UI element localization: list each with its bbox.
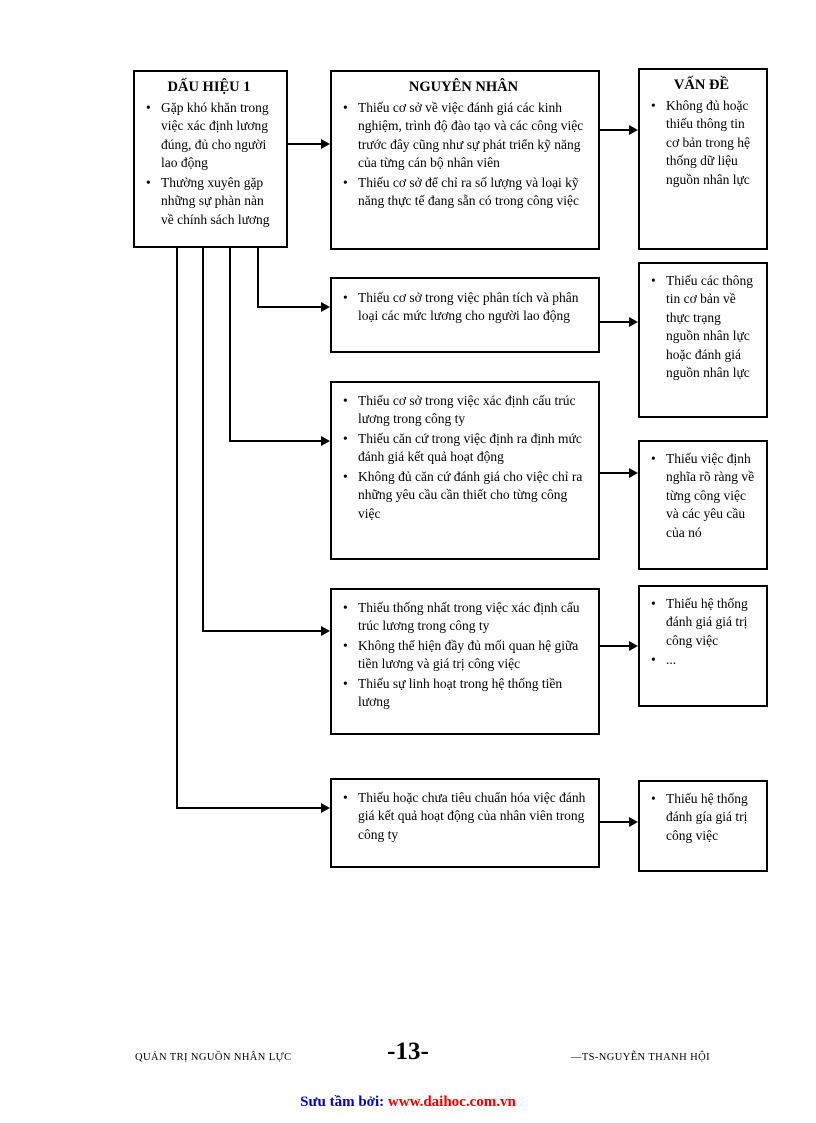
bullet-item: Thiếu hệ thống đánh giá giá trị công việ… <box>645 595 758 650</box>
bullet-item: Thiếu sự linh hoạt trong hệ thống tiền l… <box>337 675 590 712</box>
arrowhead-icon <box>629 641 638 651</box>
bullet-item: Thiếu thống nhất trong việc xác định cấu… <box>337 599 590 636</box>
cause-bullet-list: Thiếu cơ sở trong việc phân tích và phân… <box>337 289 590 326</box>
arrowhead-icon <box>629 317 638 327</box>
bullet-item: Thường xuyên gặp những sự phàn nàn về ch… <box>140 174 278 229</box>
bullet-item: ... <box>645 651 758 670</box>
cause-box-4: Thiếu thống nhất trong việc xác định cấu… <box>330 588 600 735</box>
cause-bullet-list: Thiếu thống nhất trong việc xác định cấu… <box>337 599 590 712</box>
bullet-item: Không thể hiện đầy đủ mối quan hệ giữa t… <box>337 637 590 674</box>
connector-cause3-problem3-line <box>600 472 630 474</box>
bullet-item: Thiếu hệ thống đánh gía giá trị công việ… <box>645 790 758 845</box>
connector-signal-cause2-line <box>257 306 323 308</box>
connector-cause5-problem5-line <box>600 821 630 823</box>
footer-book-title: QUẢN TRỊ NGUỒN NHÂN LỰC <box>135 1052 292 1063</box>
arrowhead-icon <box>629 817 638 827</box>
signal-box: DẤU HIỆU 1 Gặp khó khăn trong việc xác đ… <box>133 70 288 248</box>
problem-box-1: VẤN ĐỀ Không đủ hoặc thiếu thông tin cơ … <box>638 68 768 250</box>
problem-box-4: Thiếu hệ thống đánh giá giá trị công việ… <box>638 585 768 707</box>
bullet-item: Thiếu cơ sở trong việc phân tích và phân… <box>337 289 590 326</box>
cause-bullet-list: Thiếu hoặc chưa tiêu chuẩn hóa việc đánh… <box>337 789 590 844</box>
cause-box-5: Thiếu hoặc chưa tiêu chuẩn hóa việc đánh… <box>330 778 600 868</box>
connector-signal-cause4-vline <box>202 248 204 632</box>
cause-box-title: NGUYÊN NHÂN <box>408 79 519 95</box>
problem-bullet-list: Không đủ hoặc thiếu thông tin cơ bản tro… <box>645 97 758 189</box>
cause-box-3: Thiếu cơ sở trong việc xác định cấu trúc… <box>330 381 600 560</box>
arrowhead-icon <box>321 302 330 312</box>
bullet-item: Thiếu cơ sở về việc đánh giá các kinh ng… <box>337 99 590 173</box>
connector-signal-cause4-line <box>202 630 323 632</box>
problem-bullet-list: Thiếu hệ thống đánh gía giá trị công việ… <box>645 790 758 845</box>
problem-box-title: VẤN ĐỀ <box>673 77 730 93</box>
bullet-item: Thiếu cơ sở để chỉ ra số lượng và loại k… <box>337 174 590 211</box>
problem-box-3: Thiếu việc định nghĩa rõ ràng về từng cô… <box>638 440 768 570</box>
cause-bullet-list: Thiếu cơ sở về việc đánh giá các kinh ng… <box>337 99 590 211</box>
cause-box-1: NGUYÊN NHÂN Thiếu cơ sở về việc đánh giá… <box>330 70 600 250</box>
credit-url-link[interactable]: www.daihoc.com.vn <box>387 1094 516 1110</box>
problem-box-5: Thiếu hệ thống đánh gía giá trị công việ… <box>638 780 768 872</box>
credit-line: Sưu tầm bởi: www.daihoc.com.vn <box>0 1094 816 1111</box>
arrowhead-icon <box>629 125 638 135</box>
bullet-item: Thiếu căn cứ trong việc định ra định mức… <box>337 430 590 467</box>
problem-bullet-list: Thiếu việc định nghĩa rõ ràng về từng cô… <box>645 450 758 542</box>
bullet-item: Gặp khó khăn trong việc xác định lương đ… <box>140 99 278 173</box>
cause-bullet-list: Thiếu cơ sở trong việc xác định cấu trúc… <box>337 392 590 523</box>
arrowhead-icon <box>321 803 330 813</box>
footer-author: —TS-NGUYỄN THANH HỘI <box>570 1052 710 1063</box>
bullet-item: Thiếu các thông tin cơ bản về thực trạng… <box>645 272 758 383</box>
arrowhead-icon <box>321 626 330 636</box>
arrowhead-icon <box>629 468 638 478</box>
signal-bullet-list: Gặp khó khăn trong việc xác định lương đ… <box>140 99 278 229</box>
signal-box-title: DẤU HIỆU 1 <box>167 79 251 95</box>
connector-cause1-problem1-line <box>600 129 630 131</box>
connector-signal-cause3-vline <box>229 248 231 442</box>
connector-cause4-problem4-line <box>600 645 630 647</box>
bullet-item: Không đủ căn cứ đánh giá cho việc chỉ ra… <box>337 468 590 523</box>
bullet-item: Không đủ hoặc thiếu thông tin cơ bản tro… <box>645 97 758 189</box>
credit-prefix: Sưu tầm bởi: <box>300 1094 385 1110</box>
connector-signal-cause5-vline <box>176 248 178 809</box>
bullet-item: Thiếu hoặc chưa tiêu chuẩn hóa việc đánh… <box>337 789 590 844</box>
problem-bullet-list: Thiếu các thông tin cơ bản về thực trạng… <box>645 272 758 383</box>
connector-cause2-problem2-line <box>600 321 630 323</box>
problem-box-2: Thiếu các thông tin cơ bản về thực trạng… <box>638 262 768 418</box>
bullet-item: Thiếu việc định nghĩa rõ ràng về từng cô… <box>645 450 758 542</box>
arrowhead-icon <box>321 436 330 446</box>
connector-signal-cause2-vline <box>257 248 259 308</box>
problem-bullet-list: Thiếu hệ thống đánh giá giá trị công việ… <box>645 595 758 670</box>
arrowhead-icon <box>321 139 330 149</box>
cause-box-2: Thiếu cơ sở trong việc phân tích và phân… <box>330 277 600 353</box>
connector-signal-cause3-line <box>229 440 323 442</box>
bullet-item: Thiếu cơ sở trong việc xác định cấu trúc… <box>337 392 590 429</box>
page-number: -13- <box>387 1038 429 1065</box>
connector-signal-cause5-line <box>176 807 323 809</box>
connector-signal-cause1-line <box>288 143 322 145</box>
